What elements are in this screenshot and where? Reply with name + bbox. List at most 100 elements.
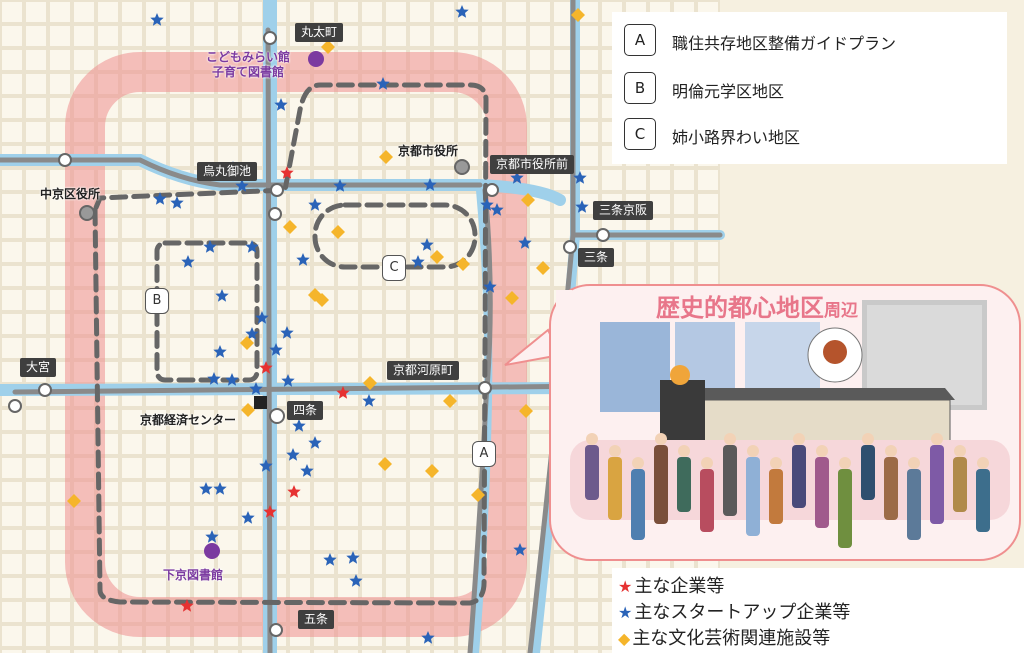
startup-star-icon	[150, 13, 164, 26]
culture-diamond-icon	[425, 464, 439, 478]
landmark-circles	[79, 159, 470, 221]
startup-star-icon	[575, 200, 589, 213]
station-circle-icon	[269, 408, 285, 424]
marker-legend-row-culture: ◆主な文化芸術関連施設等	[618, 624, 830, 650]
place-label-kyoto-economic-center: 京都経済センター	[140, 413, 237, 427]
startup-star-icon	[255, 311, 269, 324]
area-label-c: C	[382, 255, 406, 281]
startup-star-icon	[170, 196, 184, 209]
blue-star-icon: ★	[618, 603, 633, 622]
person-figure	[930, 445, 944, 524]
startup-star-icon	[300, 464, 314, 477]
culture-diamond-icon	[571, 8, 585, 22]
startup-star-icon	[455, 5, 469, 18]
person-figure	[723, 445, 737, 516]
callout-title-suffix: 周辺	[824, 301, 858, 321]
place-label-kodomo-mirai-line2: 子育て図書館	[212, 65, 285, 79]
station-circle-icon	[270, 183, 284, 197]
station-label-karasuma-oike: 烏丸御池	[197, 162, 258, 181]
startup-star-icon	[213, 482, 227, 495]
station-circle-icon	[268, 207, 282, 221]
person-head	[862, 433, 874, 445]
culture-diamond-icon	[536, 261, 550, 275]
startup-star-icon	[215, 289, 229, 302]
startup-star-icon	[411, 255, 425, 268]
company-star-icon	[336, 386, 350, 399]
culture-diamond-icon	[321, 40, 335, 54]
station-circle-icon	[485, 183, 499, 197]
person-head	[793, 433, 805, 445]
startup-star-icon	[480, 198, 494, 211]
place-label-kodomo-mirai: こどもみらい館 子育て図書館	[206, 50, 290, 80]
area-a-boundary	[92, 82, 489, 606]
station-label-marutamachi: 丸太町	[295, 23, 344, 42]
startup-star-icon	[225, 373, 239, 386]
company-star-icon	[263, 505, 277, 518]
station-label-omiya: 大宮	[20, 358, 57, 377]
culture-diamond-icon	[519, 404, 533, 418]
startup-star-icon	[269, 343, 283, 356]
startup-star-icon	[235, 179, 249, 192]
person-figure	[746, 457, 760, 536]
startup-star-icon	[573, 171, 587, 184]
startup-star-icon	[421, 631, 435, 644]
culture-diamond-icon	[430, 250, 444, 264]
callout-title: 歴史的都心地区周辺	[656, 288, 858, 323]
culture-diamond-icon	[521, 193, 535, 207]
station-circle-icon	[563, 240, 577, 254]
person-figure	[677, 457, 691, 512]
startup-star-icon	[274, 98, 288, 111]
place-label-kodomo-mirai-line1: こどもみらい館	[206, 50, 291, 64]
station-circle-icon	[269, 623, 283, 637]
person-head	[678, 445, 690, 457]
company-star-icon	[259, 361, 273, 374]
area-legend-text: 姉小路界わい地区	[672, 128, 801, 147]
station-label-kyoto-kawaramachi: 京都河原町	[387, 361, 460, 380]
marker-legend-text: 主な文化芸術関連施設等	[632, 628, 831, 649]
area-legend-key: B	[624, 72, 656, 104]
library-dot-icon	[308, 51, 324, 67]
person-figure	[884, 457, 898, 520]
marker-legend-text: 主なスタートアップ企業等	[634, 602, 851, 623]
area-legend-key: A	[624, 24, 656, 56]
startup-star-icon	[286, 448, 300, 461]
startup-star-icon	[349, 574, 363, 587]
person-figure	[769, 469, 783, 524]
person-head	[885, 445, 897, 457]
place-label-kyoto-city-hall: 京都市役所	[398, 144, 459, 158]
startup-star-icon	[281, 374, 295, 387]
startup-star-icon	[423, 178, 437, 191]
startup-star-icon	[199, 482, 213, 495]
building-square-icon	[254, 396, 267, 409]
startup-star-icon	[346, 551, 360, 564]
person-figure	[953, 457, 967, 512]
area-legend-text: 明倫元学区地区	[672, 82, 785, 101]
startup-star-icon	[280, 326, 294, 339]
person-figure	[792, 445, 806, 508]
startup-star-icon	[518, 236, 532, 249]
company-star-icon	[180, 599, 194, 612]
person-head	[609, 445, 621, 457]
area-legend: A 職住共存地区整備ガイドプラン B 明倫元学区地区 C 姉小路界わい地区	[612, 12, 1007, 164]
area-a-highlight	[65, 52, 527, 637]
area-label-a: A	[472, 441, 496, 467]
person-head	[816, 445, 828, 457]
marker-legend-row-startup: ★主なスタートアップ企業等	[618, 598, 850, 624]
station-label-gojo: 五条	[298, 610, 335, 629]
person-figure	[654, 445, 668, 524]
company-star-icon	[280, 166, 294, 179]
culture-diamond-icon	[331, 225, 345, 239]
person-head	[724, 433, 736, 445]
startup-star-icon	[207, 372, 221, 385]
station-label-kyoto-shiyakusho-mae: 京都市役所前	[490, 155, 575, 174]
culture-diamond-icon	[315, 293, 329, 307]
person-head	[586, 433, 598, 445]
person-head	[655, 433, 667, 445]
landmark-circle-icon	[454, 159, 470, 175]
startup-star-icon	[296, 253, 310, 266]
startup-star-icon	[513, 543, 527, 556]
person-head	[701, 457, 713, 469]
marker-legend-text: 主な企業等	[634, 576, 725, 597]
culture-diamond-icon	[241, 403, 255, 417]
red-star-icon: ★	[618, 577, 633, 596]
